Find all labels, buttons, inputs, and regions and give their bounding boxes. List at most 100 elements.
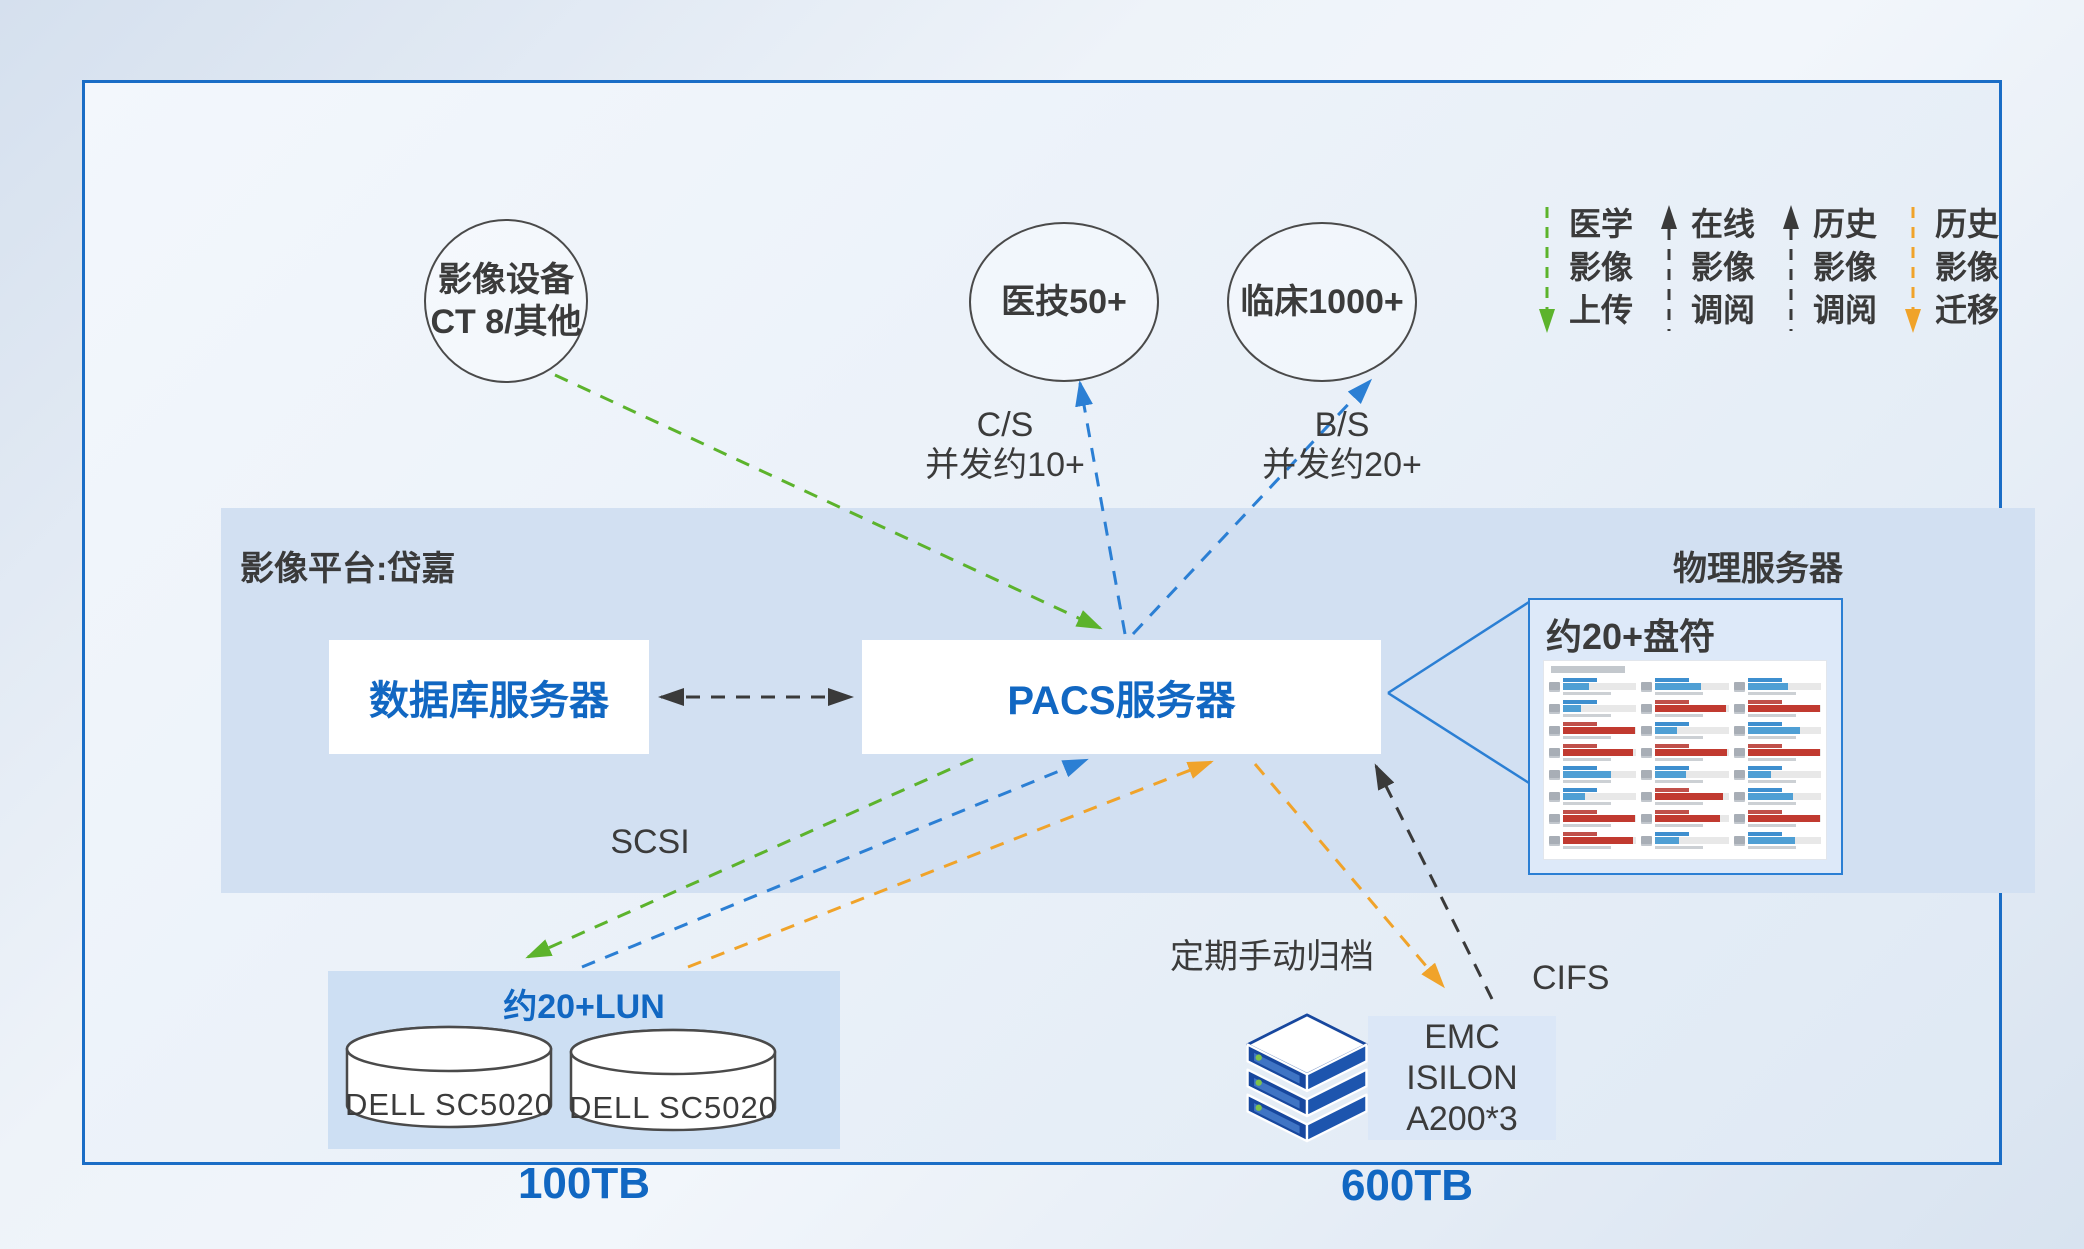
bs-concurrency: 并发约20+ <box>1262 446 1422 484</box>
imaging-device-line1: 影像设备 <box>438 261 574 299</box>
drive-caption-placeholder <box>1655 757 1704 761</box>
drive-item <box>1733 742 1821 762</box>
drive-icon <box>1641 704 1653 712</box>
drive-item <box>1549 764 1637 784</box>
drive-icon <box>1549 770 1560 778</box>
drive-icon <box>1641 814 1653 822</box>
node-clinical-clients: 临床1000+ <box>1227 222 1417 382</box>
drive-caption-placeholder <box>1655 845 1704 849</box>
drive-name-placeholder <box>1563 743 1597 748</box>
physical-server-label: 物理服务器 <box>1673 550 1843 588</box>
legend-label-line: 迁移 <box>1935 292 2000 328</box>
legend-arrow-up-icon <box>1783 205 1799 331</box>
legend-arrow-up-icon <box>1661 205 1677 331</box>
drive-name-placeholder <box>1563 809 1597 814</box>
cifs-link-label: CIFS <box>1532 959 1610 997</box>
drive-name-placeholder <box>1563 677 1597 682</box>
server-stack-icon <box>1246 1013 1368 1143</box>
drive-caption-placeholder <box>1655 713 1704 717</box>
drive-caption-placeholder <box>1747 801 1796 805</box>
drive-item <box>1641 720 1729 740</box>
drive-caption-placeholder <box>1563 735 1611 739</box>
drive-item <box>1549 786 1637 806</box>
drive-item <box>1641 830 1729 850</box>
drive-item <box>1549 830 1637 850</box>
cs-concurrency: 并发约10+ <box>925 446 1085 484</box>
drive-caption-placeholder <box>1747 823 1796 827</box>
legend-label-line: 调阅 <box>1813 292 1878 328</box>
drive-caption-placeholder <box>1563 779 1611 783</box>
drive-name-placeholder <box>1563 699 1597 704</box>
drive-icon <box>1733 682 1745 690</box>
clinical-clients-label: 临床1000+ <box>1240 283 1404 321</box>
drive-name-placeholder <box>1655 699 1690 704</box>
legend-label: 在线影像调阅 <box>1691 203 1755 332</box>
legend-label-line: 在线 <box>1691 206 1756 242</box>
drive-usage-bar <box>1747 793 1821 800</box>
legend-label-line: 历史 <box>1935 206 2000 242</box>
drive-item <box>1733 830 1821 850</box>
drive-list-screenshot <box>1543 660 1827 860</box>
drive-icon <box>1549 682 1560 690</box>
drive-caption-placeholder <box>1563 757 1611 761</box>
storage-capacity-label: 100TB <box>517 1159 651 1208</box>
drive-caption-placeholder <box>1655 691 1704 695</box>
storage-unit-label: DELL SC5020 <box>568 1090 778 1125</box>
drive-name-placeholder <box>1747 721 1782 726</box>
drive-name-placeholder <box>1747 699 1782 704</box>
drive-name-placeholder <box>1747 809 1782 814</box>
drive-name-placeholder <box>1563 787 1597 792</box>
drive-caption-placeholder <box>1655 823 1704 827</box>
drive-item <box>1641 676 1729 696</box>
drive-usage-bar <box>1563 683 1637 690</box>
drive-usage-bar <box>1747 749 1821 756</box>
drive-item <box>1549 698 1637 718</box>
platform-band-title: 影像平台:岱嘉 <box>240 550 456 588</box>
drive-item <box>1641 786 1729 806</box>
drive-name-placeholder <box>1655 831 1690 836</box>
drive-caption-placeholder <box>1563 823 1611 827</box>
drive-usage-bar <box>1563 837 1637 844</box>
drive-usage-bar <box>1655 749 1729 756</box>
drive-icon <box>1641 770 1653 778</box>
drive-icon <box>1641 748 1653 756</box>
drive-usage-bar <box>1655 815 1729 822</box>
emc-label-line3: A200*3 <box>1406 1099 1518 1138</box>
drive-icon <box>1549 792 1560 800</box>
drive-name-placeholder <box>1655 809 1690 814</box>
bs-concurrency-label: B/S 并发约20+ <box>1217 405 1467 485</box>
bs-protocol: B/S <box>1314 406 1370 444</box>
legend-label-line: 影像 <box>1691 249 1756 285</box>
lun-count-label: 约20+LUN <box>503 988 665 1026</box>
drive-item <box>1549 676 1637 696</box>
emc-label-line2: ISILON <box>1406 1058 1518 1097</box>
drive-icon <box>1641 836 1653 844</box>
drive-icon <box>1641 792 1653 800</box>
drive-icon <box>1733 748 1745 756</box>
legend-item: 在线影像调阅 <box>1659 203 1755 335</box>
drive-icon <box>1733 770 1745 778</box>
drive-name-placeholder <box>1747 677 1782 682</box>
emc-capacity-label: 600TB <box>1340 1161 1474 1210</box>
cylinder-icon <box>345 1025 553 1129</box>
drive-name-placeholder <box>1563 831 1597 836</box>
drive-usage-bar <box>1655 771 1729 778</box>
emc-isilon-label-box: EMC ISILON A200*3 <box>1368 1016 1556 1140</box>
drive-list-header-placeholder <box>1551 666 1625 673</box>
drive-icon <box>1733 792 1745 800</box>
drive-name-placeholder <box>1655 677 1690 682</box>
drive-caption-placeholder <box>1655 779 1704 783</box>
legend-label-line: 调阅 <box>1691 292 1756 328</box>
imaging-device-line2: CT 8/其他 <box>430 303 582 341</box>
legend-label-line: 影像 <box>1813 249 1878 285</box>
cs-protocol: C/S <box>976 406 1034 444</box>
drive-name-placeholder <box>1747 787 1782 792</box>
drive-item <box>1733 786 1821 806</box>
drive-icon <box>1641 682 1653 690</box>
drive-item <box>1733 764 1821 784</box>
legend-label-line: 历史 <box>1813 206 1878 242</box>
drive-name-placeholder <box>1747 743 1782 748</box>
drive-caption-placeholder <box>1747 779 1796 783</box>
drive-icon <box>1549 814 1560 822</box>
drive-letters-callout: 约20+盘符 <box>1528 598 1843 875</box>
